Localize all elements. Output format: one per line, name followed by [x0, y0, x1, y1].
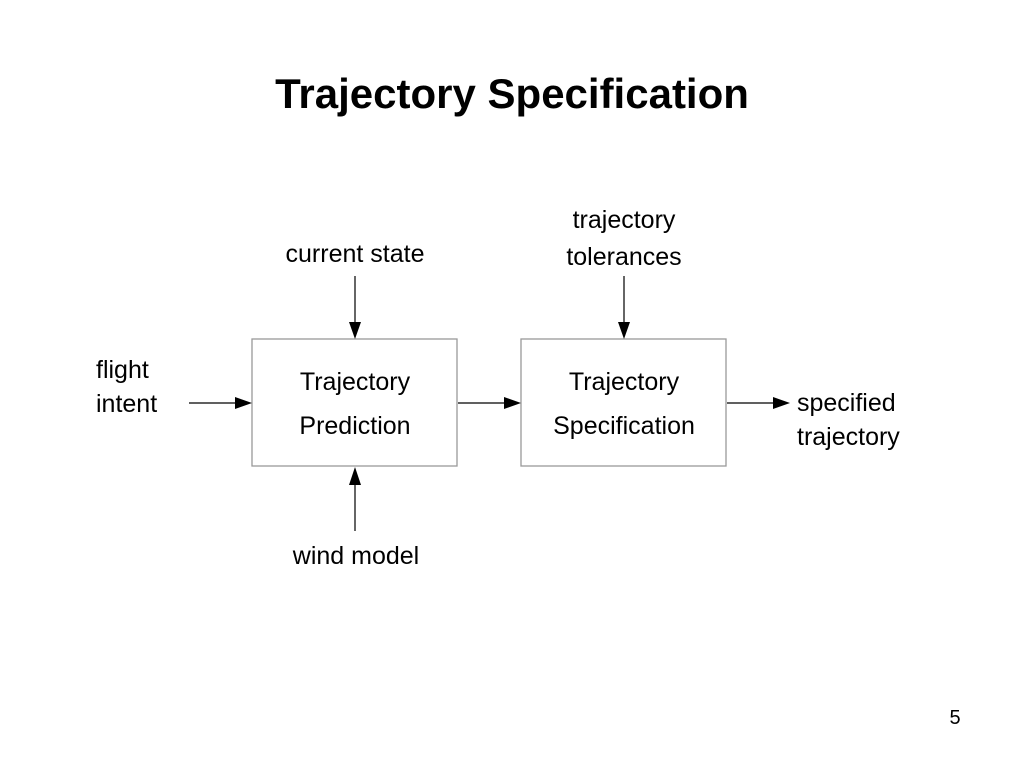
page-number: 5	[949, 707, 961, 729]
arrow-specification-to-output	[727, 397, 790, 409]
trajectory-prediction-block: Trajectory Prediction	[251, 338, 458, 467]
trajectory-prediction-label-line1: Trajectory	[300, 368, 411, 396]
flight-intent-label-line2: intent	[96, 390, 157, 418]
slide-title: Trajectory Specification	[275, 70, 749, 117]
trajectory-prediction-label-line2: Prediction	[299, 412, 410, 440]
trajectory-specification-label-line2: Specification	[553, 412, 695, 440]
trajectory-prediction-box	[251, 338, 458, 467]
arrow-wind-model-to-prediction	[349, 467, 361, 531]
current-state-label: current state	[286, 240, 425, 268]
trajectory-tolerances-label-line2: tolerances	[566, 243, 681, 271]
arrow-prediction-to-specification	[458, 397, 521, 409]
trajectory-specification-label-line1: Trajectory	[569, 368, 680, 396]
arrow-flight-intent-to-prediction	[189, 397, 252, 409]
flight-intent-label-line1: flight	[96, 356, 149, 384]
arrow-tolerances-to-specification	[618, 276, 630, 339]
specified-trajectory-label-line2: trajectory	[797, 423, 900, 451]
trajectory-specification-block: Trajectory Specification	[520, 338, 727, 467]
trajectory-tolerances-label-line1: trajectory	[573, 206, 676, 234]
trajectory-specification-box	[520, 338, 727, 467]
wind-model-label: wind model	[292, 542, 419, 570]
specified-trajectory-label-line1: specified	[797, 389, 896, 417]
arrow-current-state-to-prediction	[349, 276, 361, 339]
